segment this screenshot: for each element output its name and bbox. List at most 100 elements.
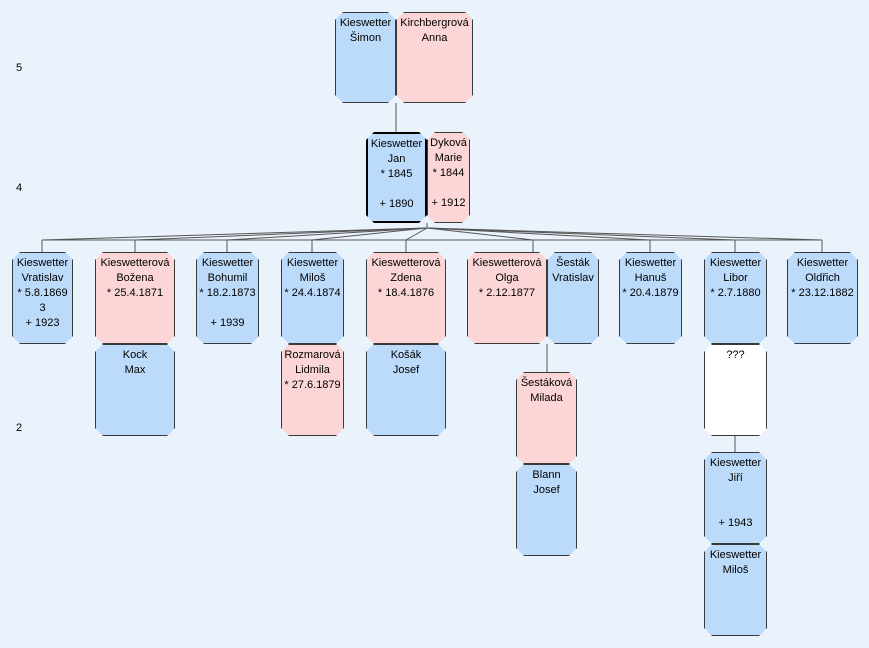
- person-line: Kock: [122, 349, 148, 361]
- connector-line: [426, 227, 651, 241]
- person-line: Blann: [532, 469, 561, 481]
- person-line: Šesták: [556, 257, 590, 269]
- person-line: + 1890: [379, 198, 414, 210]
- person-line: * 18.2.1873: [199, 287, 256, 299]
- person-line: + 1943: [718, 517, 753, 529]
- person-line: Kirchbergrová: [400, 17, 469, 29]
- person-line: Božena: [116, 272, 154, 284]
- person-line: Milada: [530, 392, 563, 404]
- person-line: * 2.12.1877: [478, 287, 536, 299]
- person-line: Kieswetterová: [371, 257, 441, 269]
- person-line: Dyková: [430, 137, 467, 149]
- person-line: Josef: [533, 484, 560, 496]
- person-line: * 24.4.1874: [284, 287, 341, 299]
- generation-label-2: 2: [16, 422, 23, 434]
- person-line: * 27.6.1879: [284, 379, 341, 391]
- person-line: [705, 486, 766, 501]
- person-line: Vratislav: [21, 272, 64, 284]
- person-line: * 5.8.1869: [17, 287, 68, 299]
- person-line: Kieswetter: [709, 257, 762, 269]
- corner-marker-icon: [466, 13, 472, 19]
- person-line: Olga: [495, 272, 519, 284]
- connector-line: [41, 227, 428, 241]
- person-line: [197, 301, 258, 316]
- person-line: ???: [726, 349, 745, 361]
- person-line: Kieswetter: [370, 138, 423, 150]
- person-line: * 20.4.1879: [622, 287, 679, 299]
- person-line: Miloš: [299, 272, 326, 284]
- connector-line: [426, 227, 534, 241]
- person-line: Rozmarová: [284, 349, 341, 361]
- person-line: * 18.4.1876: [377, 287, 435, 299]
- person-line: * 25.4.1871: [106, 287, 164, 299]
- person-line: Libor: [723, 272, 748, 284]
- corner-marker-icon: [463, 133, 469, 139]
- person-line: Kieswetterová: [100, 257, 170, 269]
- person-line: * 1844: [432, 167, 465, 179]
- person-line: Kieswetter: [339, 17, 392, 29]
- connector-line: [134, 227, 428, 241]
- person-line: Kieswetter: [624, 257, 677, 269]
- person-line: * 2.7.1880: [710, 287, 761, 299]
- person-line: Kieswetterová: [472, 257, 542, 269]
- person-box-unknown[interactable]: ???: [704, 344, 767, 436]
- generation-label-5: 5: [16, 62, 23, 74]
- connector-line: [226, 227, 428, 241]
- person-line: [368, 182, 425, 197]
- person-line: Hanuš: [634, 272, 667, 284]
- corner-marker-icon: [337, 345, 343, 351]
- person-line: Jan: [387, 153, 406, 165]
- person-line: Kieswetter: [201, 257, 254, 269]
- person-line: + 1939: [210, 317, 245, 329]
- person-line: * 1845: [380, 168, 413, 180]
- person-line: Kieswetter: [709, 457, 762, 469]
- person-line: Šestáková: [520, 377, 573, 389]
- person-line: Marie: [434, 152, 463, 164]
- person-line: Anna: [421, 32, 448, 44]
- connector-line: [405, 227, 428, 241]
- person-line: Vratislav: [552, 272, 594, 284]
- person-line: Miloš: [722, 564, 749, 576]
- person-line: + 1923: [25, 317, 60, 329]
- person-line: + 1912: [431, 197, 466, 209]
- person-line: 3: [39, 302, 46, 314]
- person-line: Josef: [392, 364, 420, 376]
- person-line: Bohumil: [207, 272, 248, 284]
- person-line: Zdena: [390, 272, 422, 284]
- person-line: Kieswetter: [796, 257, 849, 269]
- connector-line: [426, 227, 823, 241]
- person-line: Kieswetter: [16, 257, 69, 269]
- person-line: Kieswetter: [709, 549, 762, 561]
- connector-line: [311, 227, 428, 241]
- person-line: Lidmila: [295, 364, 330, 376]
- person-line: Max: [124, 364, 146, 376]
- person-line: * 23.12.1882: [791, 287, 854, 299]
- generation-label-4: 4: [16, 182, 23, 194]
- person-line: Kieswetter: [286, 257, 339, 269]
- corner-marker-icon: [337, 253, 343, 259]
- person-line: Šimon: [349, 32, 382, 44]
